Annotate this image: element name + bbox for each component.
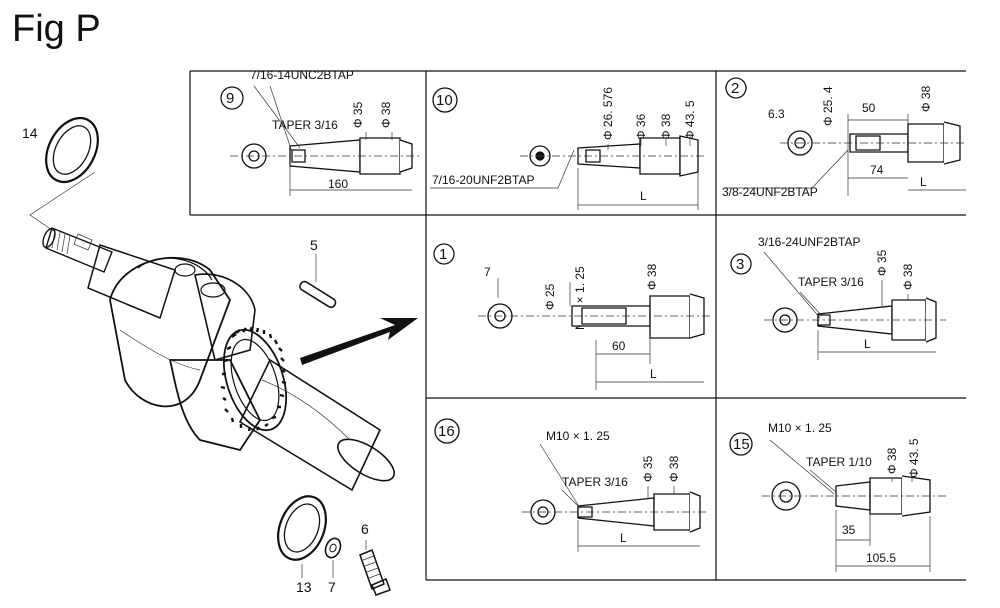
panel-10-dia4: Φ 43. 5 [683, 100, 697, 140]
panel-15-thread: M10 × 1. 25 [768, 421, 832, 435]
key-5 [299, 254, 337, 309]
figure-title: Fig P [12, 8, 101, 50]
panel-3-taper: TAPER 3/16 [798, 275, 864, 289]
panel-15-len1: 35 [842, 523, 856, 537]
panel-3-thread: 3/16-24UNF2BTAP [758, 235, 861, 249]
panel-16-taper: TAPER 3/16 [562, 475, 628, 489]
panel-9-length: 160 [328, 177, 348, 191]
panel-1-length: L [650, 367, 657, 381]
part-label-6: 6 [361, 521, 369, 537]
panel-3-dia2: Φ 38 [901, 263, 915, 290]
washer-13 [277, 495, 327, 578]
panel-10-thread: 7/16-20UNF2BTAP [432, 173, 535, 187]
pointer-arrow [300, 318, 418, 365]
panel-1-len1: 60 [612, 339, 626, 353]
panel-15-len2: 105.5 [866, 551, 896, 565]
panel-2-thread: 3/8-24UNF2BTAP [722, 185, 818, 199]
panel-10-dia1: Φ 26. 576 [601, 87, 615, 140]
seal-ring-14 [29, 116, 99, 233]
panel-1: 1 7 Φ 25 M10 × 1. 25 Φ 38 60 L [433, 243, 712, 390]
panel-15-dia1: Φ 38 [885, 447, 899, 474]
panel-9-dia2: Φ 38 [379, 101, 393, 128]
panel-2-len1: 50 [862, 101, 876, 115]
panel-3-number: 3 [736, 256, 744, 273]
part-label-7: 7 [328, 579, 336, 595]
panel-2-number: 2 [731, 80, 739, 97]
panel-16-dia2: Φ 38 [667, 455, 681, 482]
panel-1-number: 1 [439, 246, 447, 263]
panel-16-thread: M10 × 1. 25 [546, 429, 610, 443]
panel-16: 16 M10 × 1. 25 TAPER 3/16 Φ 35 Φ 38 L [434, 418, 708, 552]
panel-15-number: 15 [733, 436, 750, 453]
panel-3-dia1: Φ 35 [875, 249, 889, 276]
bolt-6 [359, 540, 391, 596]
panel-1-dia2: Φ 38 [645, 263, 659, 290]
panel-9: 9 7/16-14UNC2BTAP TAPER 3/16 Φ 35 Φ 38 1… [220, 68, 420, 196]
crank-webs [109, 256, 262, 452]
crankshaft-assembly: 14 [22, 116, 418, 596]
part-label-13: 13 [296, 579, 312, 595]
panel-9-number: 9 [226, 90, 234, 107]
panel-2-len2: 74 [870, 163, 884, 177]
panel-16-number: 16 [438, 423, 455, 440]
panel-2: 2 6.3 Φ 25. 4 Φ 38 50 74 3/8-24UNF2BTAP … [722, 77, 966, 199]
panel-3: 3 3/16-24UNF2BTAP TAPER 3/16 Φ 35 Φ 38 L [730, 235, 946, 360]
panel-9-taper: TAPER 3/16 [272, 118, 338, 132]
panel-3-length: L [864, 337, 871, 351]
panel-10-number: 10 [436, 92, 453, 109]
panel-10-length: L [640, 189, 647, 203]
panel-1-dia1: Φ 25 [543, 283, 557, 310]
panel-2-dia2: Φ 38 [919, 85, 933, 112]
panel-9-thread: 7/16-14UNC2BTAP [250, 68, 354, 82]
panel-10: 10 Φ 26. 576 Φ 36 Φ 38 Φ 43. 5 7/16-20UN… [430, 87, 706, 210]
part-label-14: 14 [22, 125, 38, 141]
timing-gear [220, 326, 288, 432]
panel-2-length: L [920, 175, 927, 189]
panel-16-length: L [620, 531, 627, 545]
washer-7 [324, 537, 342, 578]
panel-16-dia1: Φ 35 [641, 455, 655, 482]
panel-2-dia1: Φ 25. 4 [821, 86, 835, 126]
panel-2-key: 6.3 [768, 107, 785, 121]
panel-1-key: 7 [484, 265, 491, 279]
shaft-threaded-end [42, 227, 113, 273]
panel-15-dia2: Φ 43. 5 [907, 438, 921, 478]
output-shaft [238, 358, 395, 492]
panel-9-dia1: Φ 35 [351, 101, 365, 128]
panel-10-dia3: Φ 38 [659, 113, 673, 140]
panel-grid [189, 70, 966, 581]
panel-10-dia2: Φ 36 [634, 113, 648, 140]
panel-15: 15 M10 × 1. 25 TAPER 1/10 Φ 38 Φ 43. 5 3… [729, 421, 946, 572]
part-label-5: 5 [310, 237, 318, 253]
panel-15-taper: TAPER 1/10 [806, 455, 872, 469]
